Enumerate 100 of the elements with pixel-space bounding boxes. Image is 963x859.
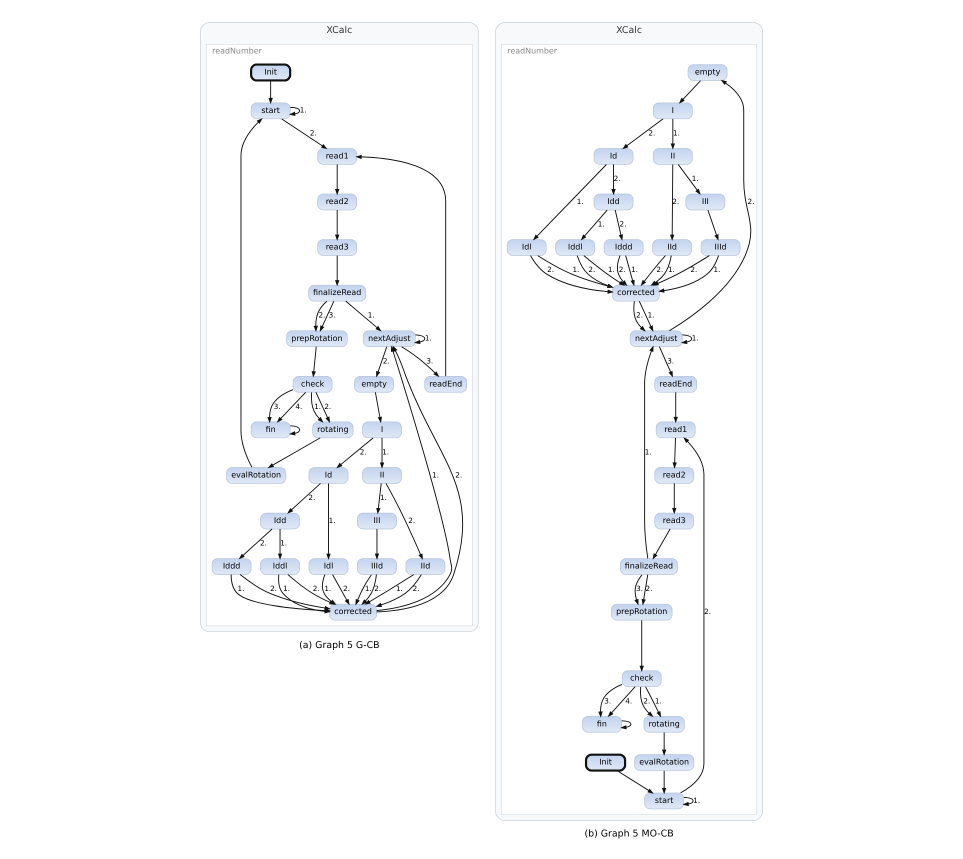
edge-label: 2. <box>260 538 267 548</box>
edge-label: 2. <box>324 402 332 411</box>
edge-label: 2. <box>547 265 554 274</box>
edge-label: 1. <box>324 584 332 594</box>
arrow <box>345 300 382 332</box>
edge-label: 2. <box>646 584 652 594</box>
edge-label: 1. <box>300 106 307 115</box>
arrow <box>662 732 666 756</box>
edge-label: 1. <box>673 128 680 138</box>
edge-label: 1. <box>668 265 675 274</box>
edge-label: 2. <box>748 196 754 206</box>
edge-label: 2. <box>643 696 650 706</box>
arrow <box>537 255 614 288</box>
arrow <box>668 80 752 332</box>
arrow <box>355 574 372 606</box>
arrow <box>678 80 701 104</box>
arrow <box>638 300 654 332</box>
arrow <box>645 686 662 718</box>
edge-label: 1. <box>382 447 390 456</box>
arrow <box>633 300 646 332</box>
arrow <box>674 392 678 424</box>
arrow <box>401 346 440 378</box>
arrow <box>314 300 328 332</box>
arrow <box>287 482 321 514</box>
edge-label: 1. <box>576 196 584 206</box>
edge-label: 2. <box>690 265 698 274</box>
edge-label: 2. <box>648 128 656 138</box>
edge-label: 1. <box>368 310 375 320</box>
edge-label: 4. <box>625 696 632 706</box>
arrow <box>576 255 614 288</box>
arrow <box>625 255 635 286</box>
arrow <box>614 210 623 241</box>
edge-label: 1. <box>328 516 336 525</box>
edge-label: 1. <box>648 310 655 320</box>
edge-label: 1. <box>283 584 290 594</box>
arrow <box>335 164 340 196</box>
arrow <box>616 255 628 286</box>
arrow <box>376 346 388 378</box>
arrow <box>640 620 644 672</box>
edge-label: 1. <box>424 334 432 343</box>
arrow <box>288 425 300 436</box>
edge-label: 2. <box>382 356 390 366</box>
arrow <box>634 574 642 606</box>
edge-label: 2. <box>614 174 621 184</box>
arrow <box>532 164 607 240</box>
edge-label: 1. <box>631 265 638 274</box>
arrow <box>670 118 676 150</box>
edge-label: 2. <box>308 493 316 502</box>
arrow <box>680 334 692 344</box>
arrow <box>682 797 694 806</box>
arrow <box>658 346 673 378</box>
edge-label: 1. <box>380 493 387 502</box>
edge-label: 1. <box>644 447 652 456</box>
arrow <box>278 528 282 560</box>
edge-label: 3. <box>604 696 612 706</box>
edge-label: 1. <box>654 696 662 706</box>
arrow <box>672 482 676 514</box>
arrow <box>376 482 382 514</box>
arrow <box>611 164 616 196</box>
arrow <box>268 437 321 468</box>
arrow <box>707 210 718 241</box>
edge-label: 2. <box>360 447 367 456</box>
edge-label: 1. <box>314 402 322 411</box>
edge-label: 3. <box>667 356 674 366</box>
edge-label: 2. <box>619 220 626 229</box>
edge-label: 1. <box>598 220 605 229</box>
arrow <box>268 80 273 104</box>
edge-label: 1. <box>692 334 699 343</box>
edge-label: 2. <box>318 310 326 320</box>
arrow <box>315 392 330 423</box>
arrow <box>640 686 654 718</box>
arrow <box>276 392 306 423</box>
arrow <box>240 118 263 468</box>
arrow <box>335 255 340 286</box>
arrow <box>670 164 674 241</box>
edge-label: 1. <box>396 584 403 594</box>
edge-label: 2. <box>588 265 596 274</box>
arrow <box>644 345 654 559</box>
edge-label: 1. <box>714 265 720 274</box>
arrow <box>288 106 300 116</box>
arrow <box>622 118 664 150</box>
arrow <box>310 392 324 423</box>
edge-label: 1. <box>364 584 372 594</box>
edge-label: 2. <box>312 584 320 594</box>
edge-label: 2. <box>618 265 626 274</box>
arrow <box>414 334 426 344</box>
edge-label: 1. <box>693 796 700 805</box>
arrow <box>336 437 374 468</box>
arrow <box>678 164 701 195</box>
arrow <box>374 392 382 424</box>
edge-label: 1. <box>608 265 615 274</box>
edge-label: 2. <box>412 584 420 594</box>
arrow <box>616 770 654 794</box>
arrow <box>662 770 666 794</box>
arrow <box>386 482 423 560</box>
arrow <box>361 574 377 606</box>
arrow <box>374 528 380 560</box>
arrow <box>672 437 677 469</box>
edge-label: 2. <box>455 470 462 480</box>
arrow <box>375 574 422 607</box>
